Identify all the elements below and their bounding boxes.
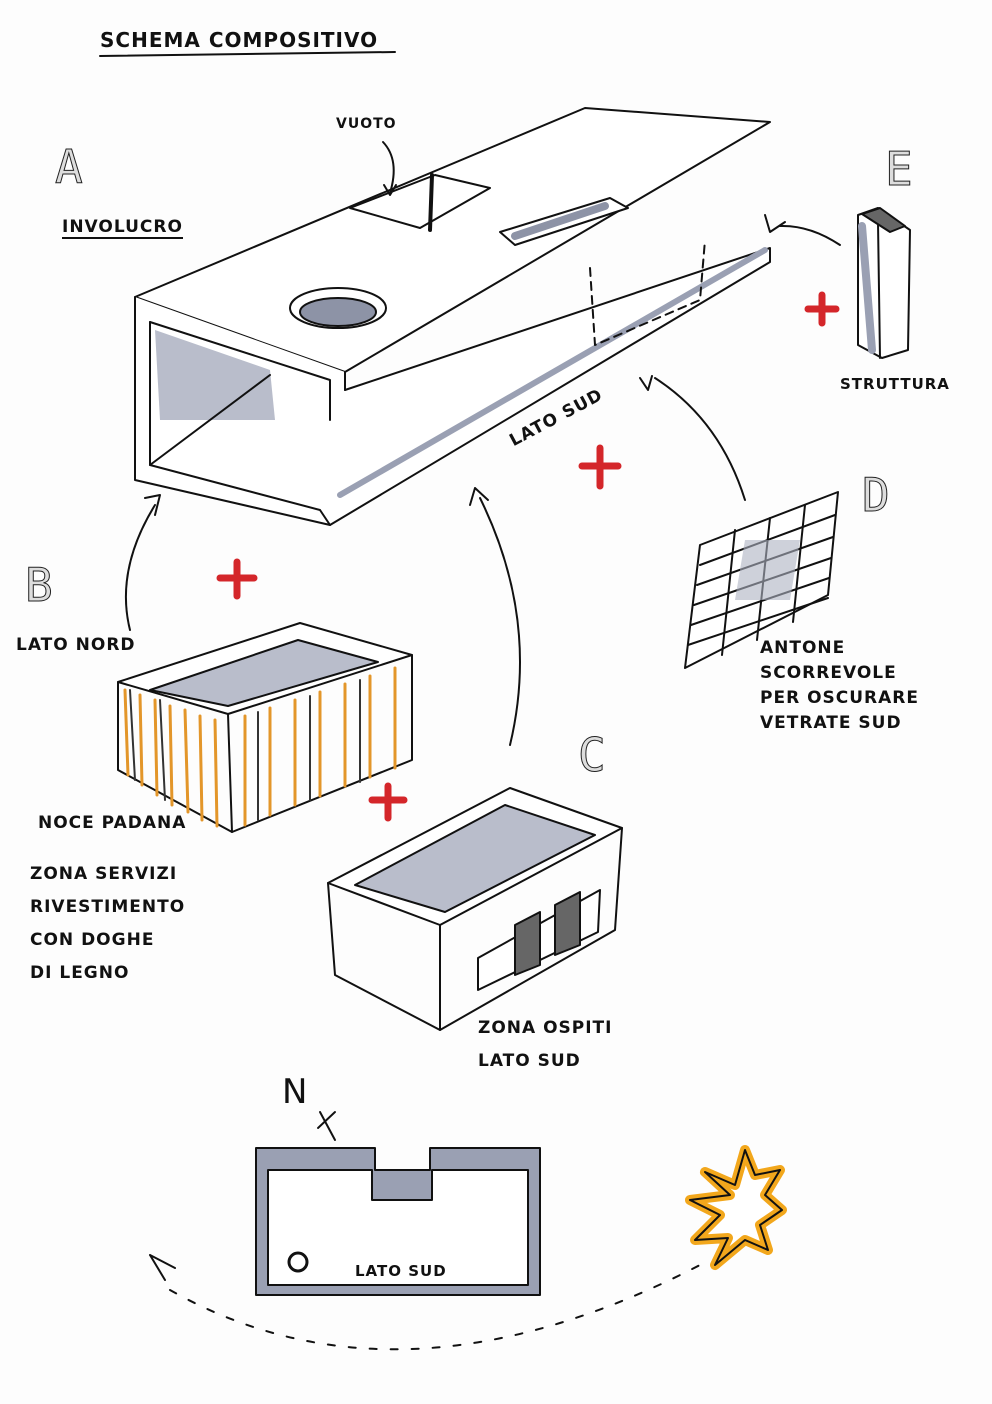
title-underline [99, 51, 396, 57]
b-line: DI LEGNO [30, 963, 130, 983]
d-line: ANTONE [760, 638, 846, 658]
plus-signs [216, 291, 840, 822]
label-material: NOCE PADANA [38, 813, 187, 833]
label-b-desc: ZONA SERVIZI RIVESTIMENTO CON DOGHE DI L… [30, 858, 185, 990]
north-label: N [282, 1072, 309, 1112]
b-line: CON DOGHE [30, 930, 155, 950]
b-line: ZONA SERVIZI [30, 864, 178, 884]
site-plan [149, 1111, 701, 1351]
label-struttura: STRUTTURA [840, 375, 950, 393]
label-vuoto: VUOTO [336, 116, 397, 132]
letter-e: E [885, 142, 914, 197]
letter-c: C [578, 728, 607, 783]
letter-b: B [25, 558, 54, 613]
c-line: ZONA OSPITI [478, 1018, 613, 1038]
label-c-desc: ZONA OSPITI LATO SUD [478, 1012, 612, 1078]
box-c [327, 487, 623, 1031]
b-line: RIVESTIMENTO [30, 897, 186, 917]
plan-lato-sud: LATO SUD [355, 1262, 447, 1280]
label-lato-nord: LATO NORD [16, 635, 136, 655]
d-line: PER OSCURARE [760, 688, 920, 708]
letter-a: A [55, 140, 84, 195]
d-line: VETRATE SUD [760, 713, 902, 733]
label-d-desc: ANTONE SCORREVOLE PER OSCURARE VETRATE S… [760, 632, 919, 740]
label-involucro: INVOLUCRO [62, 217, 183, 239]
c-line: LATO SUD [478, 1051, 581, 1071]
sun-icon [685, 1145, 787, 1270]
envelope-a [134, 107, 771, 526]
panel-d [639, 375, 839, 669]
sheet-title: SCHEMA COMPOSITIVO [100, 28, 379, 52]
d-line: SCORREVOLE [760, 663, 897, 683]
structure-e [764, 207, 911, 359]
letter-d: D [862, 468, 891, 523]
box-b [117, 494, 413, 833]
